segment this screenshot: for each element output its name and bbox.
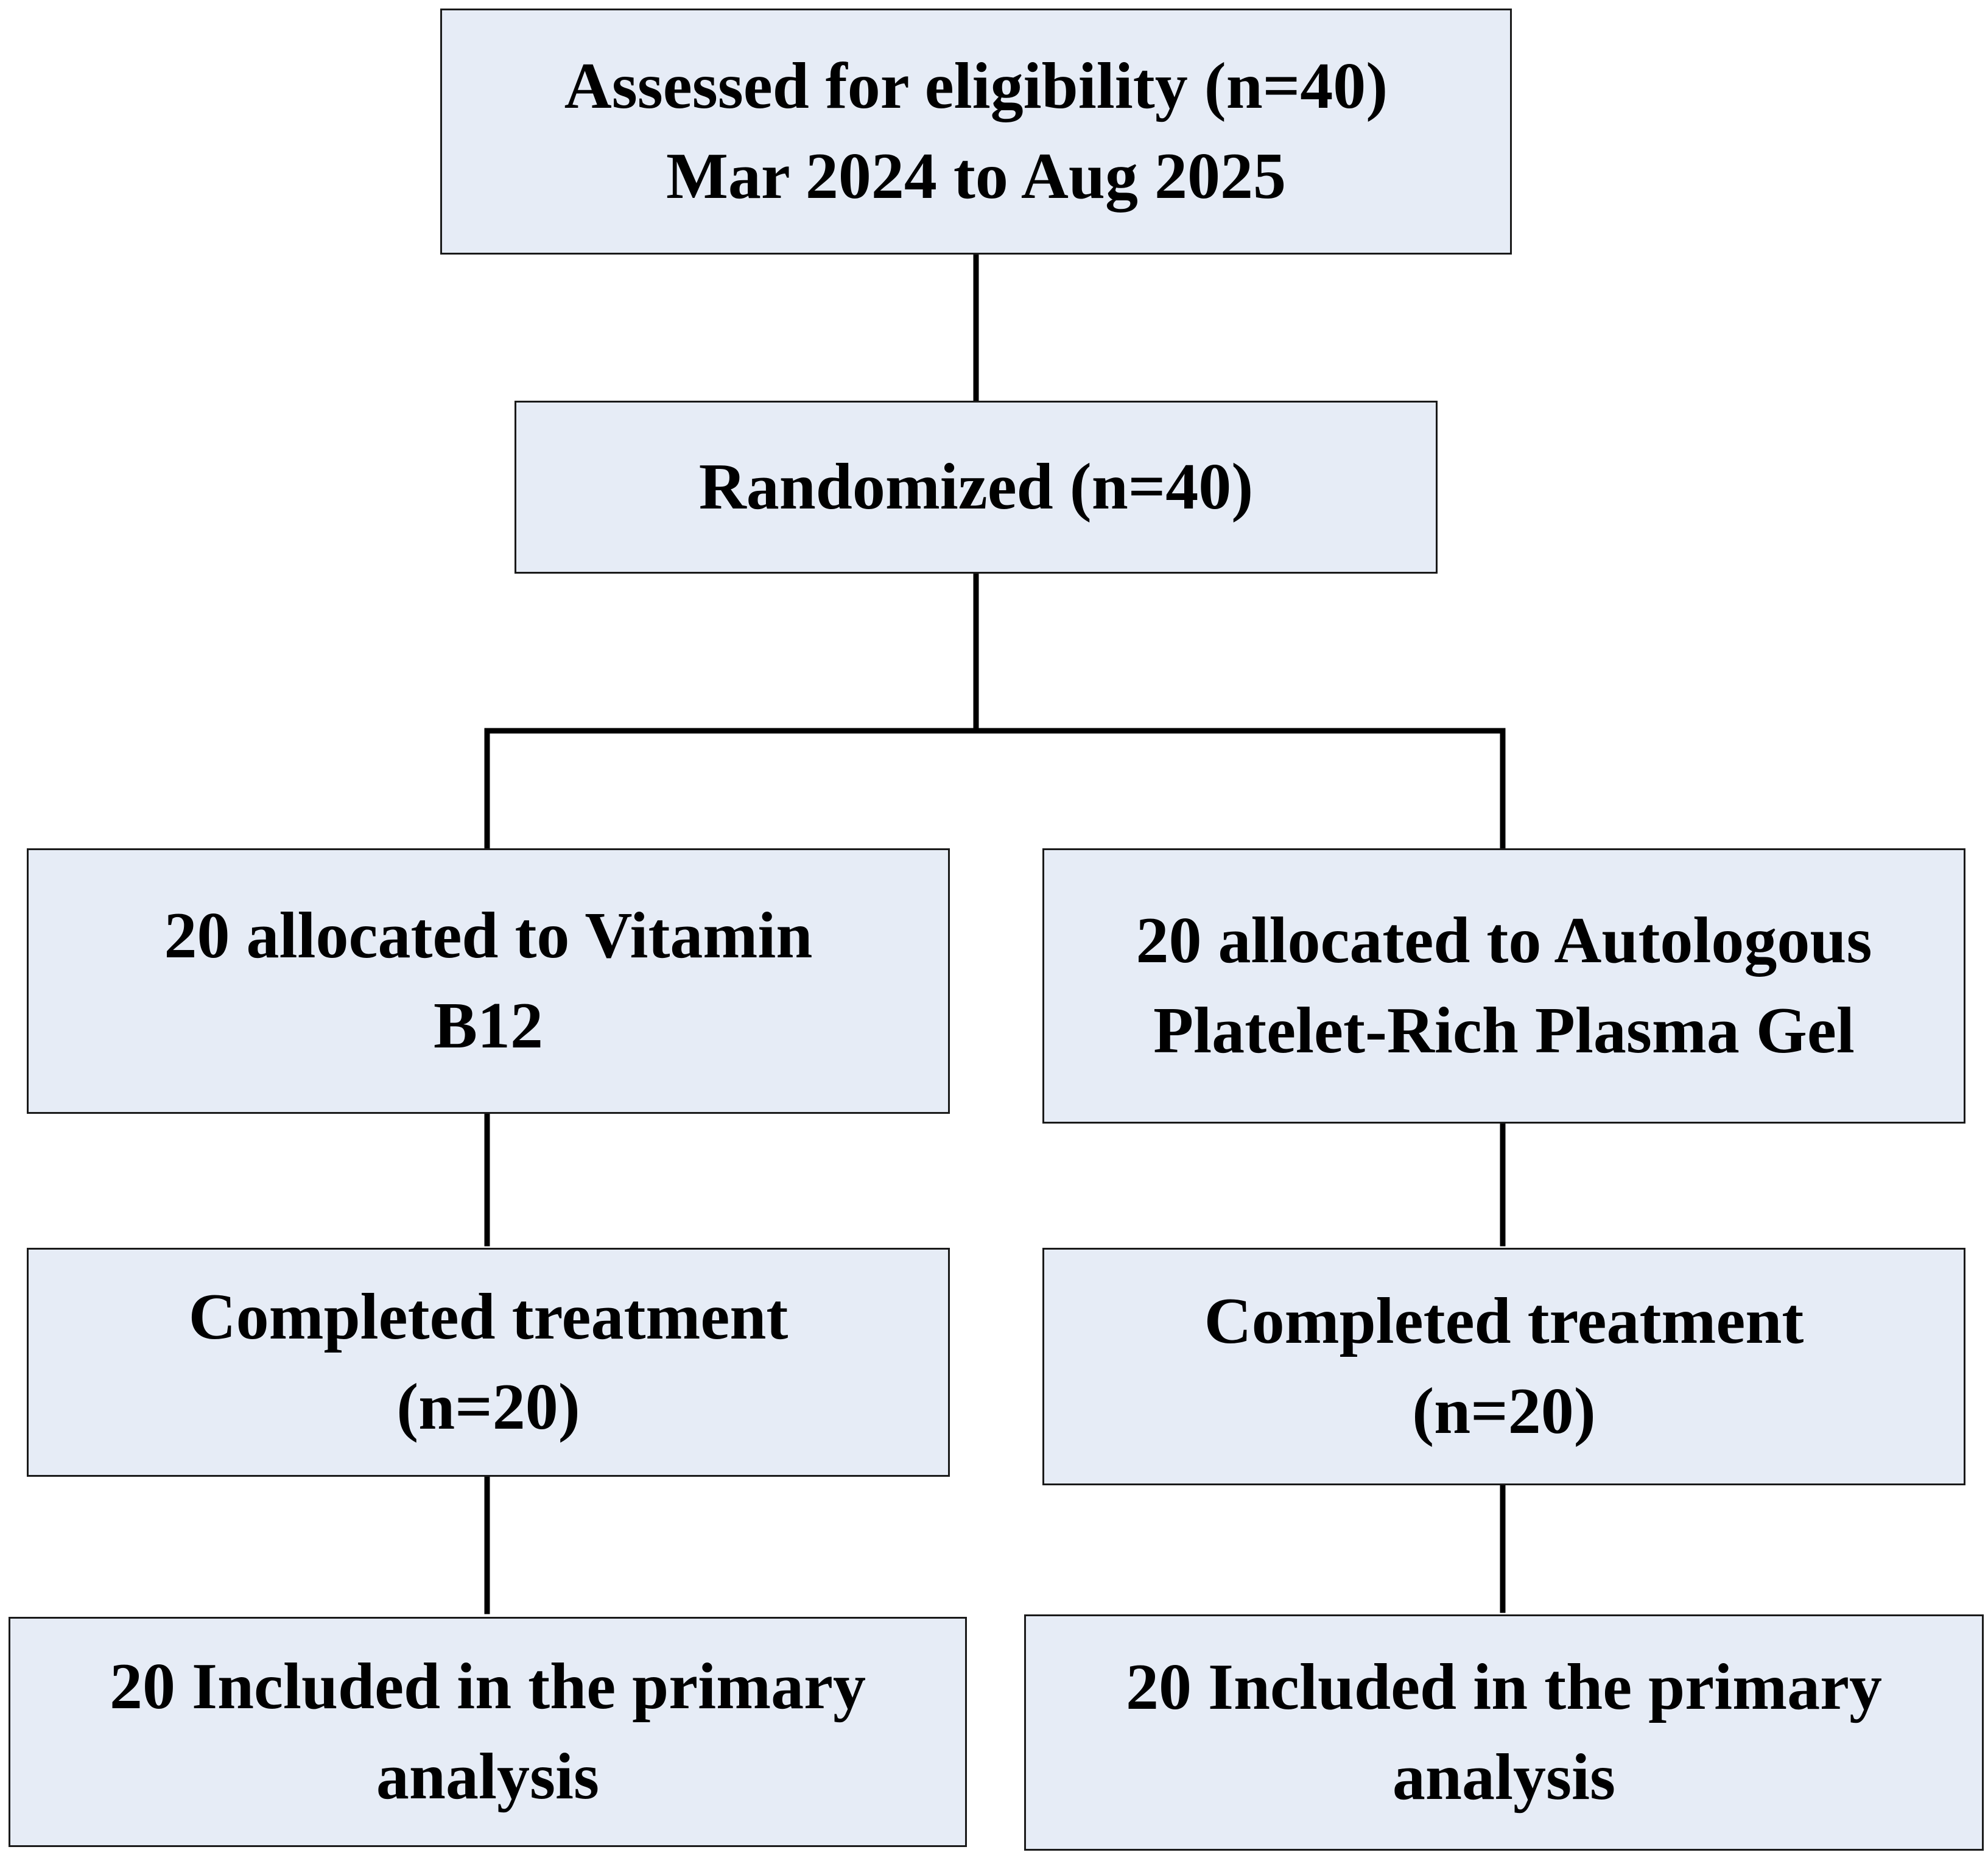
completed-treatment-right-box: Completed treatment (n=20) — [1042, 1248, 1965, 1485]
eligibility-count-text: Assessed for eligibility (n=40) — [564, 50, 1388, 122]
analysis-left-line2: analysis — [376, 1740, 600, 1813]
randomized-text: Randomized (n=40) — [698, 451, 1254, 523]
allocation-right-line2: Platelet-Rich Plasma Gel — [1153, 994, 1855, 1067]
allocation-right-line1: 20 allocated to Autologous — [1136, 904, 1872, 977]
analysis-right-line2: analysis — [1392, 1741, 1616, 1814]
allocation-left-line1: 20 allocated to Vitamin — [164, 899, 813, 972]
analysis-left-line1: 20 Included in the primary — [109, 1650, 866, 1723]
allocation-left-line2: B12 — [433, 990, 544, 1062]
completed-right-line2: (n=20) — [1412, 1375, 1596, 1448]
completed-right-line1: Completed treatment — [1204, 1285, 1804, 1357]
primary-analysis-right-box: 20 Included in the primary analysis — [1024, 1614, 1984, 1851]
allocation-vitamin-b12-box: 20 allocated to Vitamin B12 — [27, 848, 950, 1114]
allocation-prp-gel-box: 20 allocated to Autologous Platelet-Rich… — [1042, 848, 1965, 1124]
eligibility-date-range-text: Mar 2024 to Aug 2025 — [666, 140, 1286, 213]
eligibility-box: Assessed for eligibility (n=40) Mar 2024… — [440, 9, 1512, 255]
completed-left-line1: Completed treatment — [188, 1281, 789, 1353]
completed-treatment-left-box: Completed treatment (n=20) — [27, 1248, 950, 1477]
completed-left-line2: (n=20) — [396, 1371, 580, 1443]
analysis-right-line1: 20 Included in the primary — [1125, 1651, 1883, 1723]
primary-analysis-left-box: 20 Included in the primary analysis — [9, 1617, 967, 1847]
randomized-box: Randomized (n=40) — [515, 401, 1438, 574]
